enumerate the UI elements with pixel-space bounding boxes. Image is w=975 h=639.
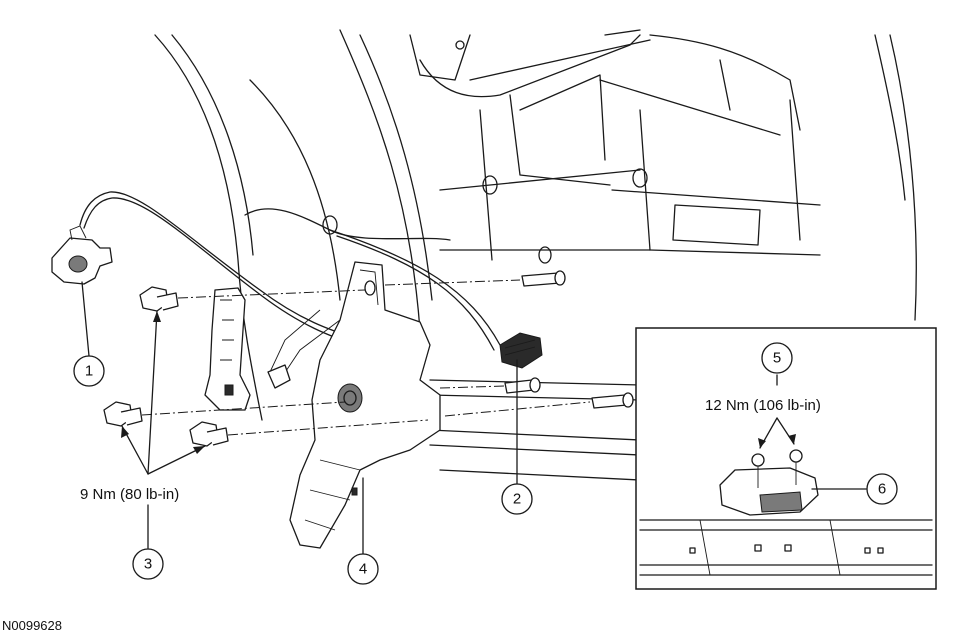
callout-2: 2 [501, 483, 533, 515]
callout-6: 6 [866, 473, 898, 505]
torque-spec-inset: 12 Nm (106 lb-in) [705, 397, 821, 414]
figure-id: N0099628 [2, 618, 62, 633]
callout-1: 1 [73, 355, 105, 387]
bolt-lower [591, 392, 634, 409]
leader-lines [81, 281, 518, 555]
callout-5-label: 5 [773, 350, 781, 367]
nut-middle [103, 401, 143, 427]
callout-2-label: 2 [513, 491, 521, 508]
callout-4-label: 4 [359, 561, 367, 578]
bolt-middle [504, 377, 541, 394]
callout-3-label: 3 [144, 556, 152, 573]
mounting-bracket [204, 287, 251, 411]
wiring-harness [79, 191, 501, 351]
electrical-connector [499, 332, 543, 369]
callout-6-label: 6 [878, 481, 886, 498]
callout-4: 4 [347, 553, 379, 585]
nut-lower [189, 421, 229, 447]
torque-spec-main: 9 Nm (80 lb-in) [80, 486, 179, 503]
nut-upper [139, 286, 179, 312]
inset-detail [635, 327, 937, 590]
callout-3: 3 [132, 548, 164, 580]
sensor-connector [51, 225, 113, 285]
main-module [267, 261, 441, 549]
callout-1-label: 1 [85, 363, 93, 380]
vehicle-body-background [154, 29, 917, 481]
bolt-upper [521, 270, 566, 287]
callout-5: 5 [761, 342, 793, 374]
